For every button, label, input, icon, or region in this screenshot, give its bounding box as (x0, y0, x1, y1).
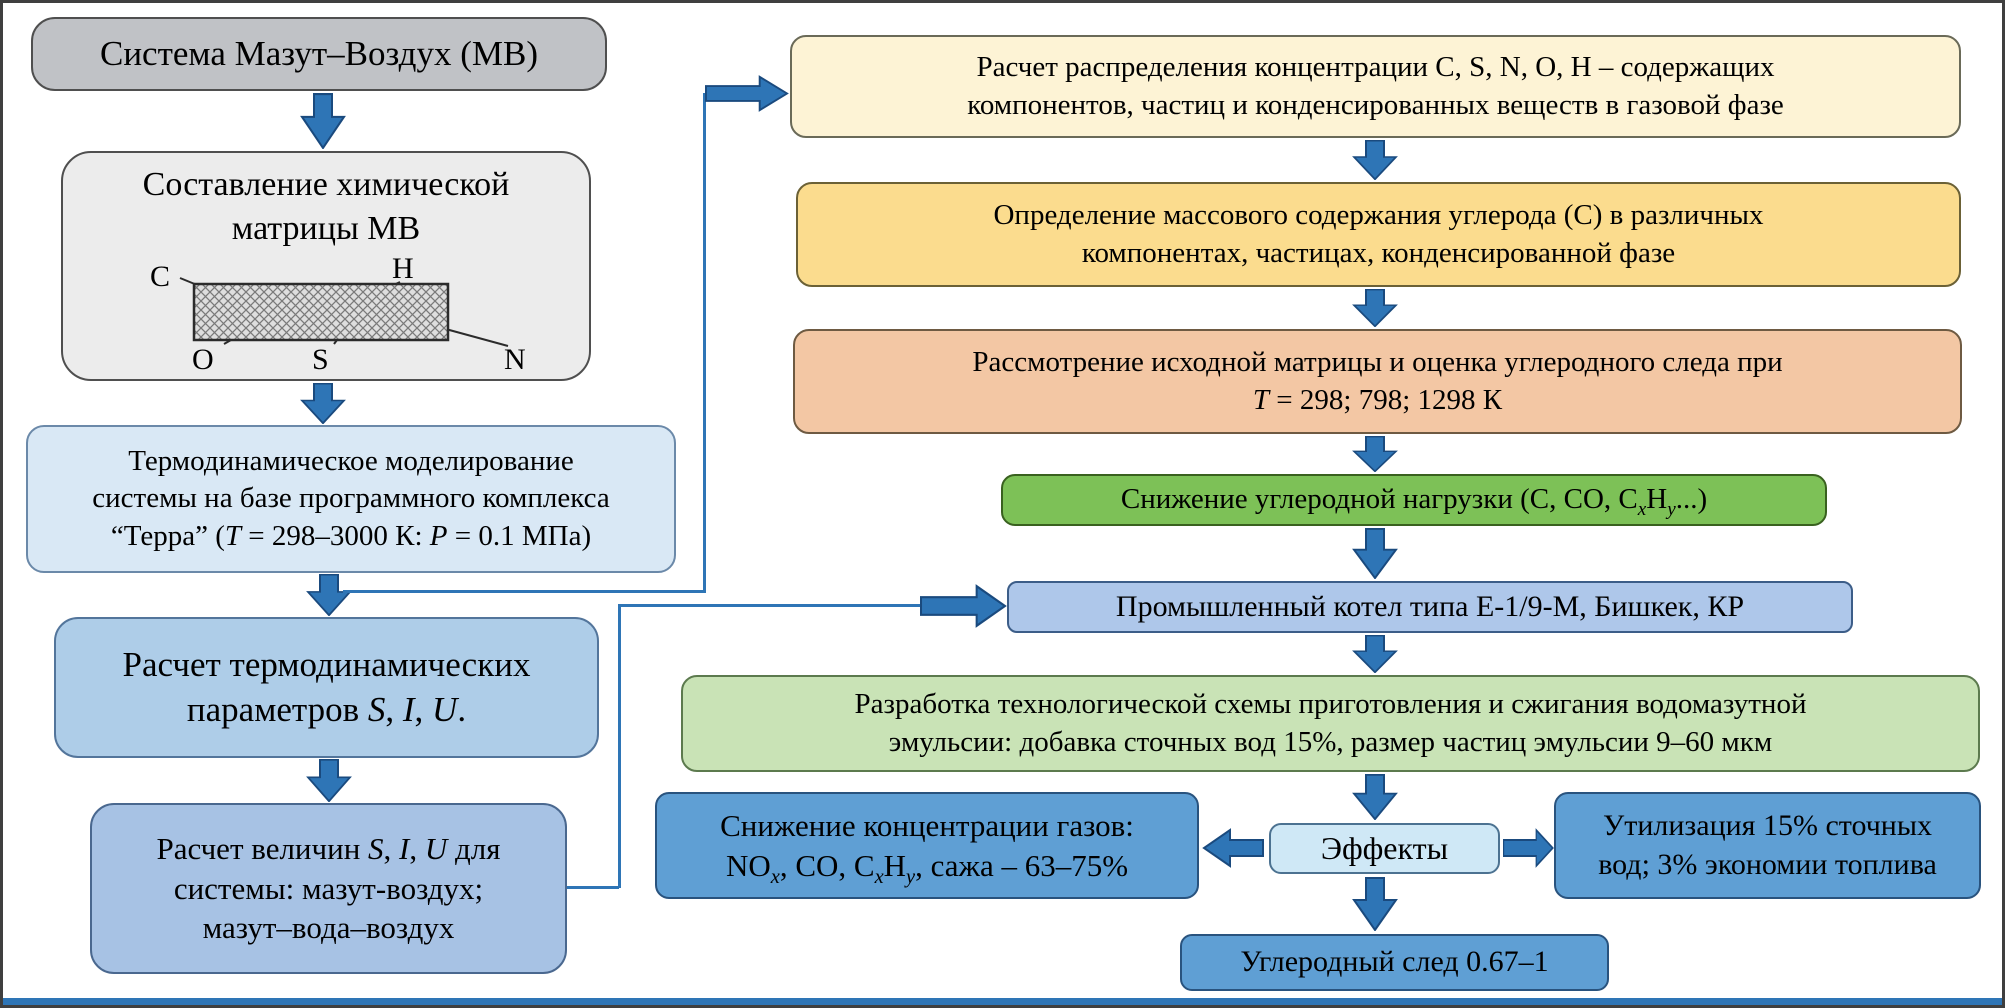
flow-step-text: Разработка технологической схемы пригото… (854, 688, 1807, 721)
flow-step-text: Утилизация 15% сточных (1602, 809, 1933, 843)
flow-step-text: параметров S, I, U. (186, 689, 467, 729)
arrow-down-icon (1352, 289, 1398, 327)
flow-step-text: вод; 3% экономии топлива (1598, 847, 1937, 881)
flow-step-emulsion-technology: Разработка технологической схемы пригото… (681, 675, 1980, 772)
arrow-down-icon (1352, 528, 1398, 579)
flow-step-carbon-load-reduction: Снижение углеродной нагрузки (C, CO, CxH… (1001, 474, 1827, 526)
flow-step-text: Снижение концентрации газов: (720, 807, 1134, 843)
effects-hub: Эффекты (1269, 823, 1500, 874)
arrow-down-icon (1352, 436, 1398, 472)
flow-step-text: системы: мазут-воздух; (173, 870, 484, 906)
arrow-down-icon (1352, 774, 1398, 820)
flow-step-industrial-boiler: Промышленный котел типа Е-1/9-М, Бишкек,… (1007, 581, 1853, 633)
result-carbon-footprint: Углеродный след 0.67–1 (1180, 934, 1609, 991)
connector-terra-to-r1 (703, 93, 706, 593)
arrow-right-icon (1503, 828, 1554, 868)
flow-step-text: Углеродный след 0.67–1 (1240, 945, 1549, 979)
connector-l5-to-boiler (618, 605, 621, 888)
connector-terra-to-r1 (343, 590, 705, 593)
flow-step-thermo-modeling: Термодинамическое моделирование системы … (26, 425, 676, 573)
result-wastewater-utilization: Утилизация 15% сточных вод; 3% экономии … (1554, 792, 1981, 899)
arrow-down-icon (1352, 635, 1398, 673)
matrix-label-c: C (150, 260, 170, 293)
flow-step-matrix-carbon-footprint: Рассмотрение исходной матрицы и оценка у… (793, 329, 1962, 434)
flow-step-text: компонентах, частицах, конденсированной … (1081, 236, 1676, 269)
flow-step-text: эмульсии: добавка сточных вод 15%, разме… (888, 725, 1773, 758)
chemical-matrix-diagram: C H O S N (150, 256, 526, 374)
flow-step-text: “Терра” (T = 298–3000 К: P = 0.1 МПа) (110, 519, 592, 552)
flow-step-text: Расчет термодинамических (122, 644, 531, 684)
flow-step-text: Расчет распределения концентрации C, S, … (976, 51, 1775, 84)
arrow-down-icon (1352, 140, 1398, 180)
flow-step-concentration-distribution: Расчет распределения концентрации C, S, … (790, 35, 1961, 138)
flow-step-system-mv: Система Мазут–Воздух (МВ) (31, 17, 607, 91)
flow-step-text: Расчет величин S, I, U для (156, 830, 501, 866)
arrow-right-icon (705, 75, 789, 112)
arrow-right-icon (920, 584, 1007, 628)
flow-step-text: Определение массового содержания углерод… (993, 199, 1764, 232)
matrix-label-s: S (312, 343, 329, 374)
flow-step-chemical-matrix: Составление химической матрицы МВ C H O … (61, 151, 591, 381)
result-gas-concentration-reduction: Снижение концентрации газов: NOx, CO, Cx… (655, 792, 1199, 899)
arrow-down-icon (300, 383, 346, 424)
flow-step-text: матрицы МВ (231, 209, 421, 247)
flow-step-text: Рассмотрение исходной матрицы и оценка у… (972, 346, 1783, 379)
arrow-down-icon (306, 574, 352, 616)
arrow-down-icon (300, 93, 346, 149)
flow-step-text: T = 298; 798; 1298 К (1252, 383, 1503, 416)
flow-step-text: компонентов, частиц и конденсированных в… (967, 88, 1784, 121)
flow-step-text: Термодинамическое моделирование (128, 445, 574, 478)
flow-step-text: Промышленный котел типа Е-1/9-М, Бишкек,… (1115, 589, 1745, 623)
connector-l5-to-boiler (618, 604, 921, 607)
flow-step-text: мазут–вода–воздух (202, 910, 455, 946)
flow-step-text: Система Мазут–Воздух (МВ) (99, 33, 539, 73)
flow-step-carbon-mass-content: Определение массового содержания углерод… (796, 182, 1961, 287)
arrow-left-icon (1202, 828, 1264, 868)
flow-step-thermo-parameters: Расчет термодинамических параметров S, I… (54, 617, 599, 758)
flow-step-text: NOx, CO, CxHy, сажа – 63–75% (725, 847, 1129, 888)
matrix-label-n: N (504, 343, 526, 374)
arrow-down-icon (306, 759, 352, 802)
matrix-label-h: H (392, 256, 414, 285)
matrix-label-o: O (192, 343, 214, 374)
flow-step-text: Снижение углеродной нагрузки (C, CO, CxH… (1120, 483, 1708, 521)
figure-bottom-border (3, 998, 2002, 1005)
connector-l5-to-boiler (567, 886, 619, 889)
arrow-down-icon (1352, 877, 1398, 931)
flow-step-siu-values: Расчет величин S, I, U для системы: мазу… (90, 803, 567, 974)
flow-step-text: системы на базе программного комплекса (92, 482, 610, 515)
flow-step-text: Составление химической (142, 166, 510, 203)
flow-step-text: Эффекты (1320, 830, 1449, 867)
